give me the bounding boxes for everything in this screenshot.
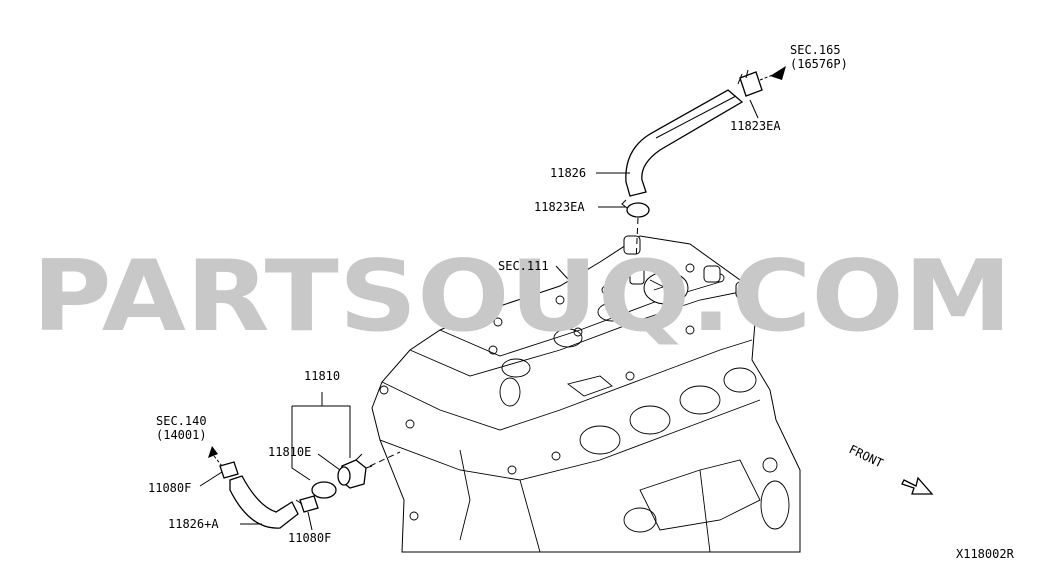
label-valve-e: 11810E <box>268 445 311 459</box>
hose-clamp-left <box>219 461 239 479</box>
leader-lines <box>199 99 759 531</box>
label-front: FRONT <box>847 442 886 470</box>
label-hose-main: 11826 <box>550 166 586 180</box>
label-clamp-left: 11080F <box>148 481 191 495</box>
label-clamp-bottom: 11080F <box>288 531 331 545</box>
arrow-to-sec140-icon <box>208 446 223 467</box>
diagram-id: X118002R <box>956 547 1015 561</box>
pcv-hose-main <box>625 89 744 197</box>
label-sec165: SEC.165 <box>790 43 841 57</box>
pcv-valve <box>337 453 373 489</box>
label-sec111: SEC.111 <box>498 259 549 273</box>
label-sec165-sub: (16576P) <box>790 57 848 71</box>
label-clamp-top: 11823EA <box>730 119 781 133</box>
label-sec140: SEC.140 <box>156 414 207 428</box>
hose-clamp-bottom <box>295 495 319 513</box>
pcv-hose-small <box>229 475 299 529</box>
engine-cylinder-head <box>371 235 801 553</box>
hose-clamp-lower <box>621 199 650 218</box>
watermark: PARTSOUQ.COM <box>32 240 1012 354</box>
hose-clamp-top <box>737 69 763 97</box>
label-valve-assy: 11810 <box>304 369 340 383</box>
label-hose-small: 11826+A <box>168 517 219 531</box>
o-ring <box>311 481 337 499</box>
label-sec140-sub: (14001) <box>156 428 207 442</box>
front-direction-arrow-icon <box>901 476 934 495</box>
label-clamp-lower: 11823EA <box>534 200 585 214</box>
arrow-to-sec165-icon <box>759 66 786 81</box>
